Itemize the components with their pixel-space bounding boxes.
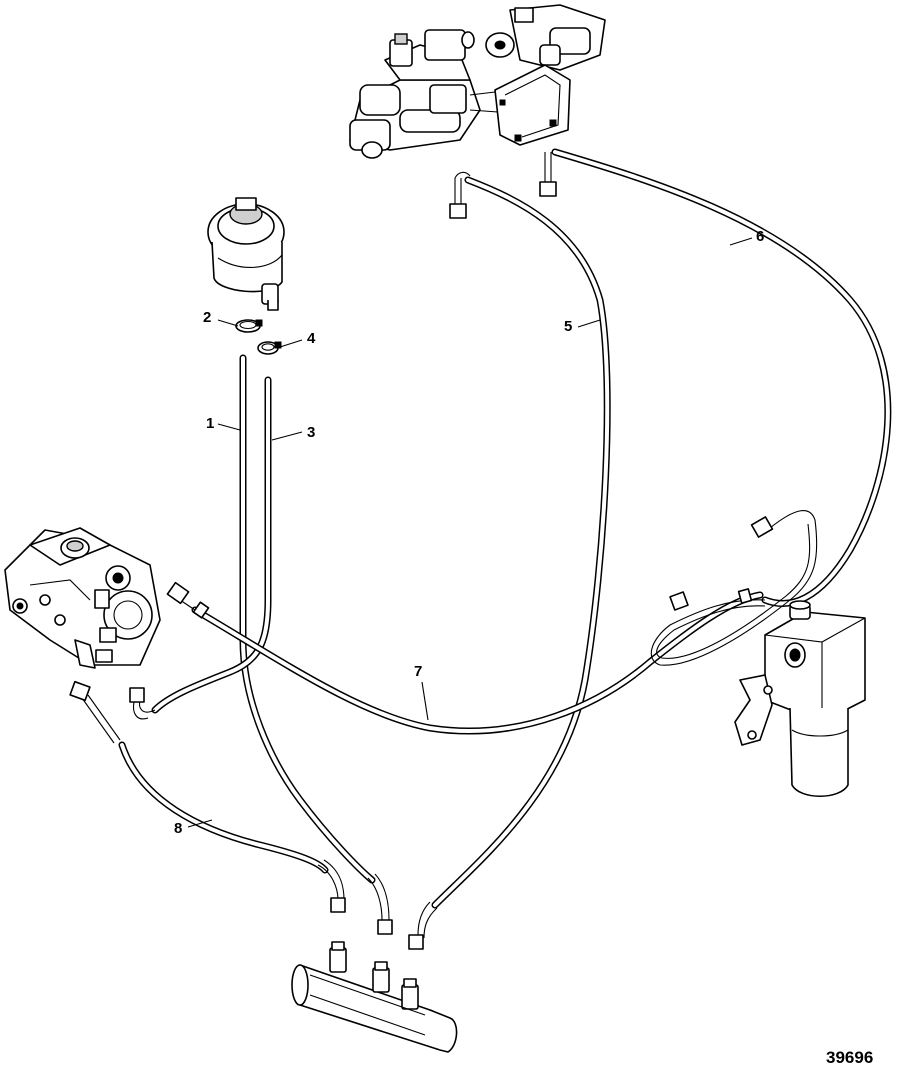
callout-2: 2 <box>203 309 211 326</box>
fluid-reservoir <box>207 197 285 311</box>
hose-clamp-2 <box>235 319 263 333</box>
callout-1: 1 <box>206 415 214 432</box>
callout-8: 8 <box>174 820 182 837</box>
hose-clamp-4 <box>257 341 282 355</box>
callout-6: 6 <box>756 228 764 245</box>
fluid-cooler <box>291 941 458 1053</box>
power-steering-pump <box>4 527 161 669</box>
callout-leaders <box>187 237 753 828</box>
filter-assembly <box>734 600 866 797</box>
figure-number: 39696 <box>826 1048 873 1067</box>
hose-1 <box>239 354 376 884</box>
callout-5: 5 <box>564 318 572 335</box>
hose-5 <box>431 176 611 909</box>
hose-3 <box>151 376 272 714</box>
callout-4: 4 <box>307 330 316 347</box>
hose-7 <box>191 591 764 735</box>
hose-6 <box>551 148 892 607</box>
steering-valve-assembly <box>349 4 606 159</box>
callout-3: 3 <box>307 424 315 441</box>
hose-8 <box>118 741 329 874</box>
callout-7: 7 <box>414 663 422 680</box>
tube-fittings <box>69 152 818 950</box>
